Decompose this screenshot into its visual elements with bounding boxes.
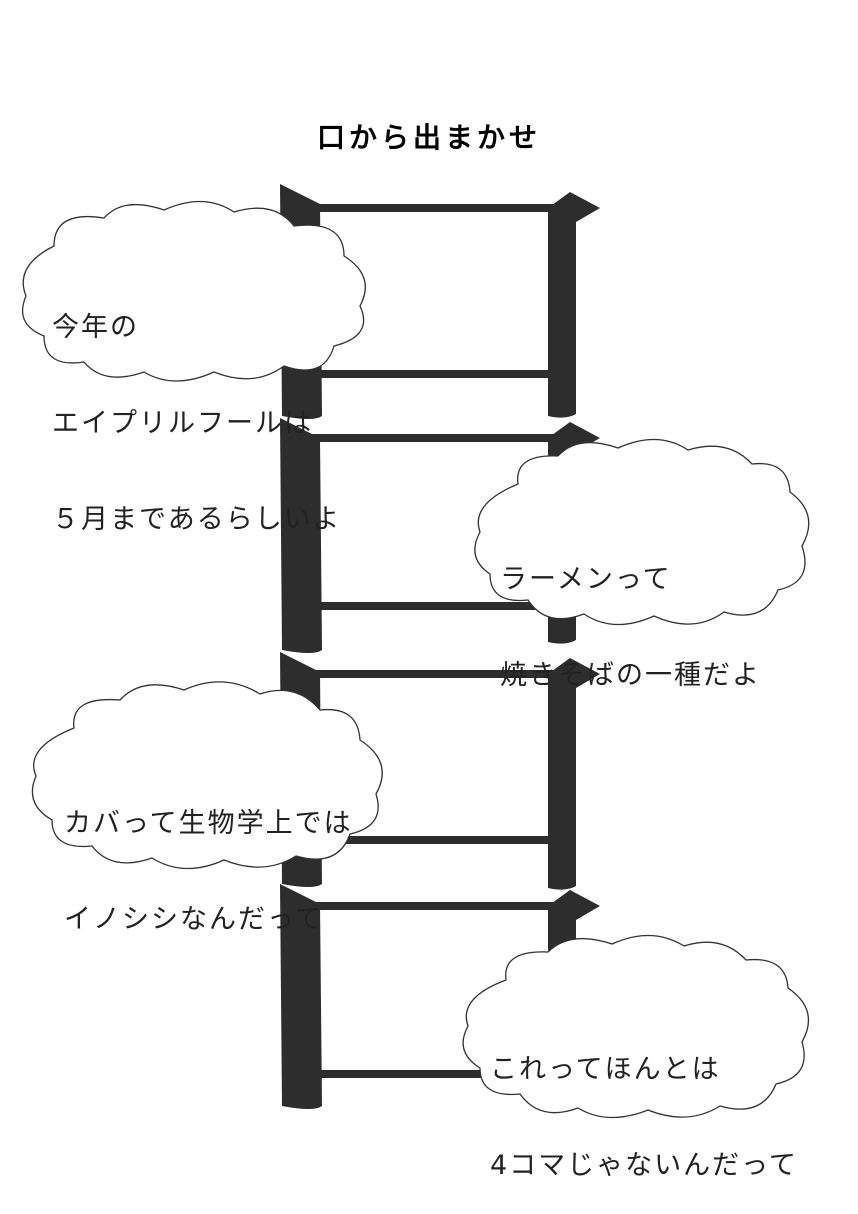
bubble-3-line-1: カバって生物学上では: [64, 808, 353, 839]
frame-top-bar: [310, 204, 560, 212]
speech-bubble-4: [462, 934, 810, 1119]
frame-bottom-bar: [310, 370, 560, 378]
bubble-1-line-2: エイプリルフールは: [52, 408, 313, 439]
bubble-2-line-2: 焼きそばの一種だよ: [500, 660, 761, 691]
bubble-3-line-2: イノシシなんだって: [64, 904, 324, 935]
bubble-text-2: ラーメンって 焼きそばの一種だよ: [500, 500, 761, 724]
bubble-2-line-1: ラーメンって: [500, 564, 672, 595]
speech-bubble-2: [474, 438, 810, 626]
bubble-1-line-3: ５月まであるらしいよ: [52, 504, 342, 535]
bubble-text-4: これってほんとは 4コマじゃないんだって: [490, 990, 798, 1214]
comic-title: 口から出まかせ: [316, 121, 541, 154]
frame-right-post: [548, 192, 600, 418]
bubble-1-line-1: 今年の: [52, 312, 139, 343]
bubble-4-line-1: これってほんとは: [490, 1054, 721, 1085]
bubble-text-3: カバって生物学上では イノシシなんだって: [64, 744, 353, 968]
bubble-4-line-2: 4コマじゃないんだって: [490, 1150, 798, 1181]
speech-bubble-3: [31, 681, 383, 870]
speech-bubble-1: [21, 200, 366, 382]
bubble-text-1: 今年の エイプリルフールは ５月まであるらしいよ: [52, 248, 341, 568]
